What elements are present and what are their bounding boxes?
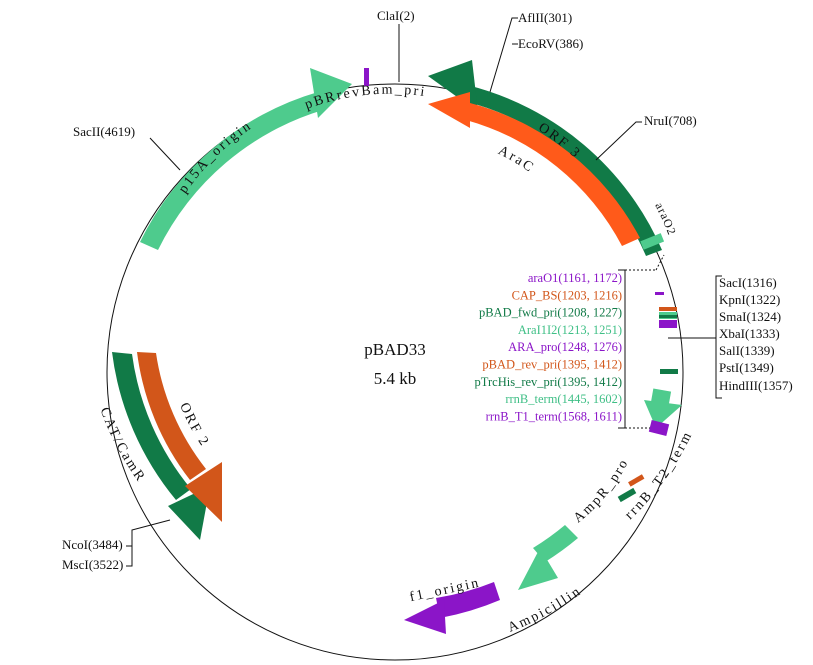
mcs-site: SacI(1316) <box>719 275 777 290</box>
p15a-label: p15A_origin <box>176 118 255 196</box>
mcs-tick-darkgreen <box>659 315 677 318</box>
orf2-arc <box>137 352 206 480</box>
site-sacii: SacII(4619) <box>73 124 135 139</box>
mcs-bracket <box>715 275 722 399</box>
site-msci: MscI(3522) <box>62 557 123 572</box>
arac-arrowhead <box>428 92 470 128</box>
p15a-arrowhead <box>310 68 352 118</box>
mcs-site: SmaI(1324) <box>719 309 781 324</box>
rrnb-t1-block <box>648 420 670 436</box>
site-aflii: AflII(301) <box>518 10 572 25</box>
site-nrui: NruI(708) <box>644 113 697 128</box>
feature-list-item: ARA_pro(1248, 1276) <box>508 340 622 354</box>
plasmid-size: 5.4 kb <box>374 369 417 388</box>
ampr-pro-label: AmpR_pro <box>571 456 632 526</box>
cat-arc <box>112 352 191 500</box>
feature-list-item: pBAD_fwd_pri(1208, 1227) <box>479 306 622 320</box>
feature-list-item: araO1(1161, 1172) <box>528 271 622 285</box>
arac-arc <box>466 103 640 246</box>
plasmid-backbone <box>106 83 684 661</box>
sacii-line <box>149 137 181 171</box>
nrui-line <box>595 121 642 161</box>
feature-dash-diag <box>655 254 665 271</box>
site-clai: ClaI(2) <box>377 8 415 23</box>
site-ecorv: EcoRV(386) <box>518 36 583 51</box>
mcs-tick-purple2 <box>659 320 677 328</box>
mcs-site: HindIII(1357) <box>719 378 793 393</box>
site-ncoi: NcoI(3484) <box>62 537 123 552</box>
p15a-arc <box>140 92 323 250</box>
feature-bracket <box>618 269 626 429</box>
f1-arc <box>436 582 500 618</box>
feature-list-item: rrnB_T1_term(1568, 1611) <box>486 409 622 423</box>
rrnb-term-block <box>650 388 672 406</box>
ampicillin-label: Ampicillin <box>506 584 585 636</box>
f1-arrowhead <box>404 600 446 634</box>
feature-list: araO1(1161, 1172) CAP_BS(1203, 1216) pBAD_… <box>475 271 622 423</box>
mcs-site: SalI(1339) <box>719 343 775 358</box>
mcs-site: KpnI(1322) <box>719 292 780 307</box>
mcs-list: SacI(1316) KpnI(1322) SmaI(1324) XbaI(13… <box>719 275 793 393</box>
rrnb-t2-label: rrnB_T2_term <box>622 428 696 523</box>
mcs-site: XbaI(1333) <box>719 326 780 341</box>
mcs-site: PstI(1349) <box>719 360 774 375</box>
mcs-tick-purple <box>655 292 664 295</box>
feature-list-item: pBAD_rev_pri(1395, 1412) <box>482 358 622 372</box>
ampicillin-arc <box>533 525 578 562</box>
feature-list-item: CAP_BS(1203, 1216) <box>512 288 622 302</box>
feature-list-item: pTrcHis_rev_pri(1395, 1412) <box>475 375 622 389</box>
rev-pri-tick <box>660 369 678 374</box>
arao2-block <box>640 233 665 250</box>
ampr-pro-tick-rust <box>628 474 645 487</box>
ncoi-bracket <box>126 519 171 567</box>
feature-list-item: AraI1I2(1213, 1251) <box>518 323 622 337</box>
feature-list-item: rrnB_term(1445, 1602) <box>505 392 622 406</box>
arao2-label: araO2 <box>652 200 679 237</box>
aflii-line <box>489 17 518 93</box>
mcs-tick-rust <box>659 307 677 311</box>
plasmid-name: pBAD33 <box>364 340 425 359</box>
orf2-arrowhead <box>185 462 222 522</box>
ampicillin-arrowhead <box>518 548 558 590</box>
purple-marker-top <box>364 68 369 86</box>
orf3-arc <box>464 85 662 256</box>
ampr-pro-tick-green <box>617 487 637 503</box>
